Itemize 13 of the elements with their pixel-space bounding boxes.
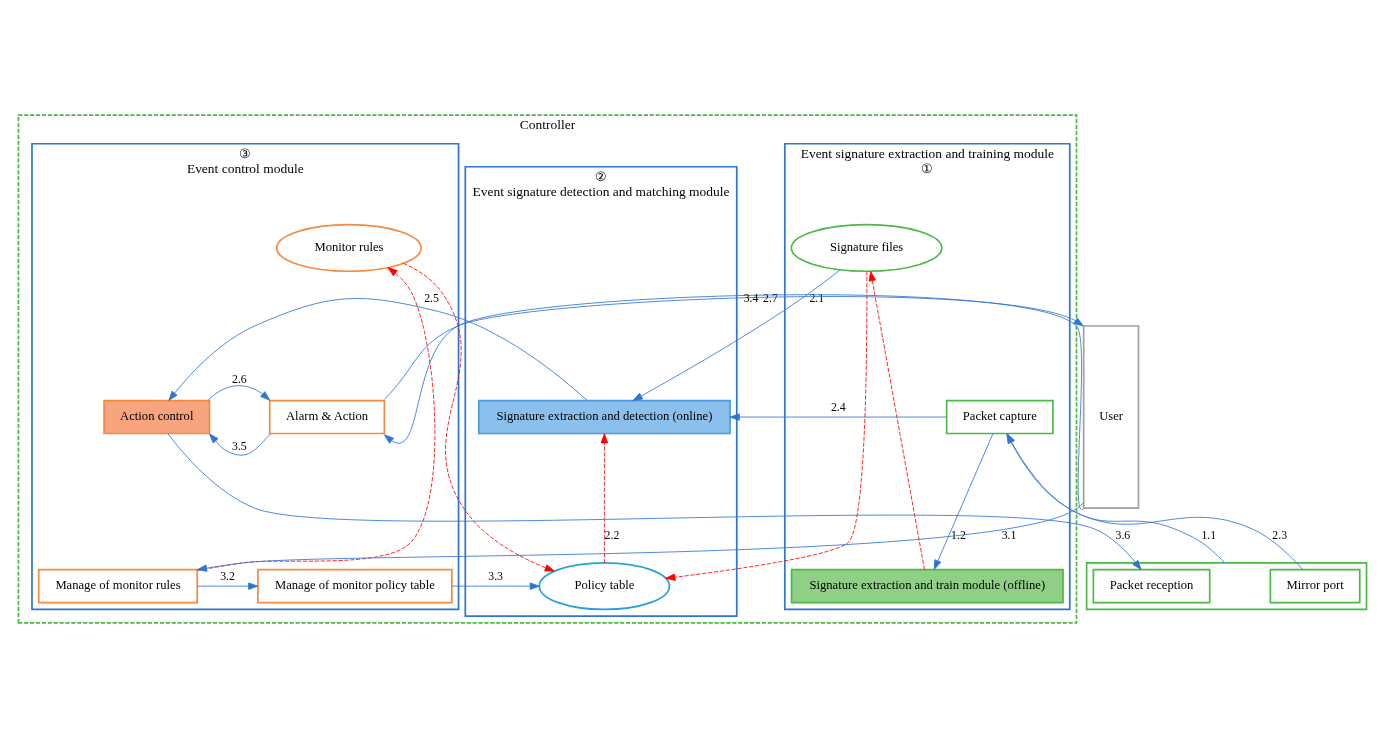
edge-label: 3.6 — [1115, 527, 1131, 542]
edge-label: 3.1 — [1001, 527, 1017, 542]
edge-label: 2.2 — [604, 527, 620, 542]
edge-label: 2.7 — [763, 290, 778, 305]
edge-label: 1.2 — [951, 527, 966, 542]
edge-label: 3.2 — [220, 569, 235, 584]
edge-label: 2.3 — [1272, 527, 1288, 542]
edge-label: 3.3 — [488, 569, 503, 584]
edge-label: 2.6 — [231, 371, 247, 386]
edge-label: 3.5 — [231, 439, 247, 454]
edge-label: 2.5 — [424, 290, 439, 305]
edge-label: 2.4 — [830, 400, 846, 415]
edge-label: 1.1 — [1201, 527, 1217, 542]
